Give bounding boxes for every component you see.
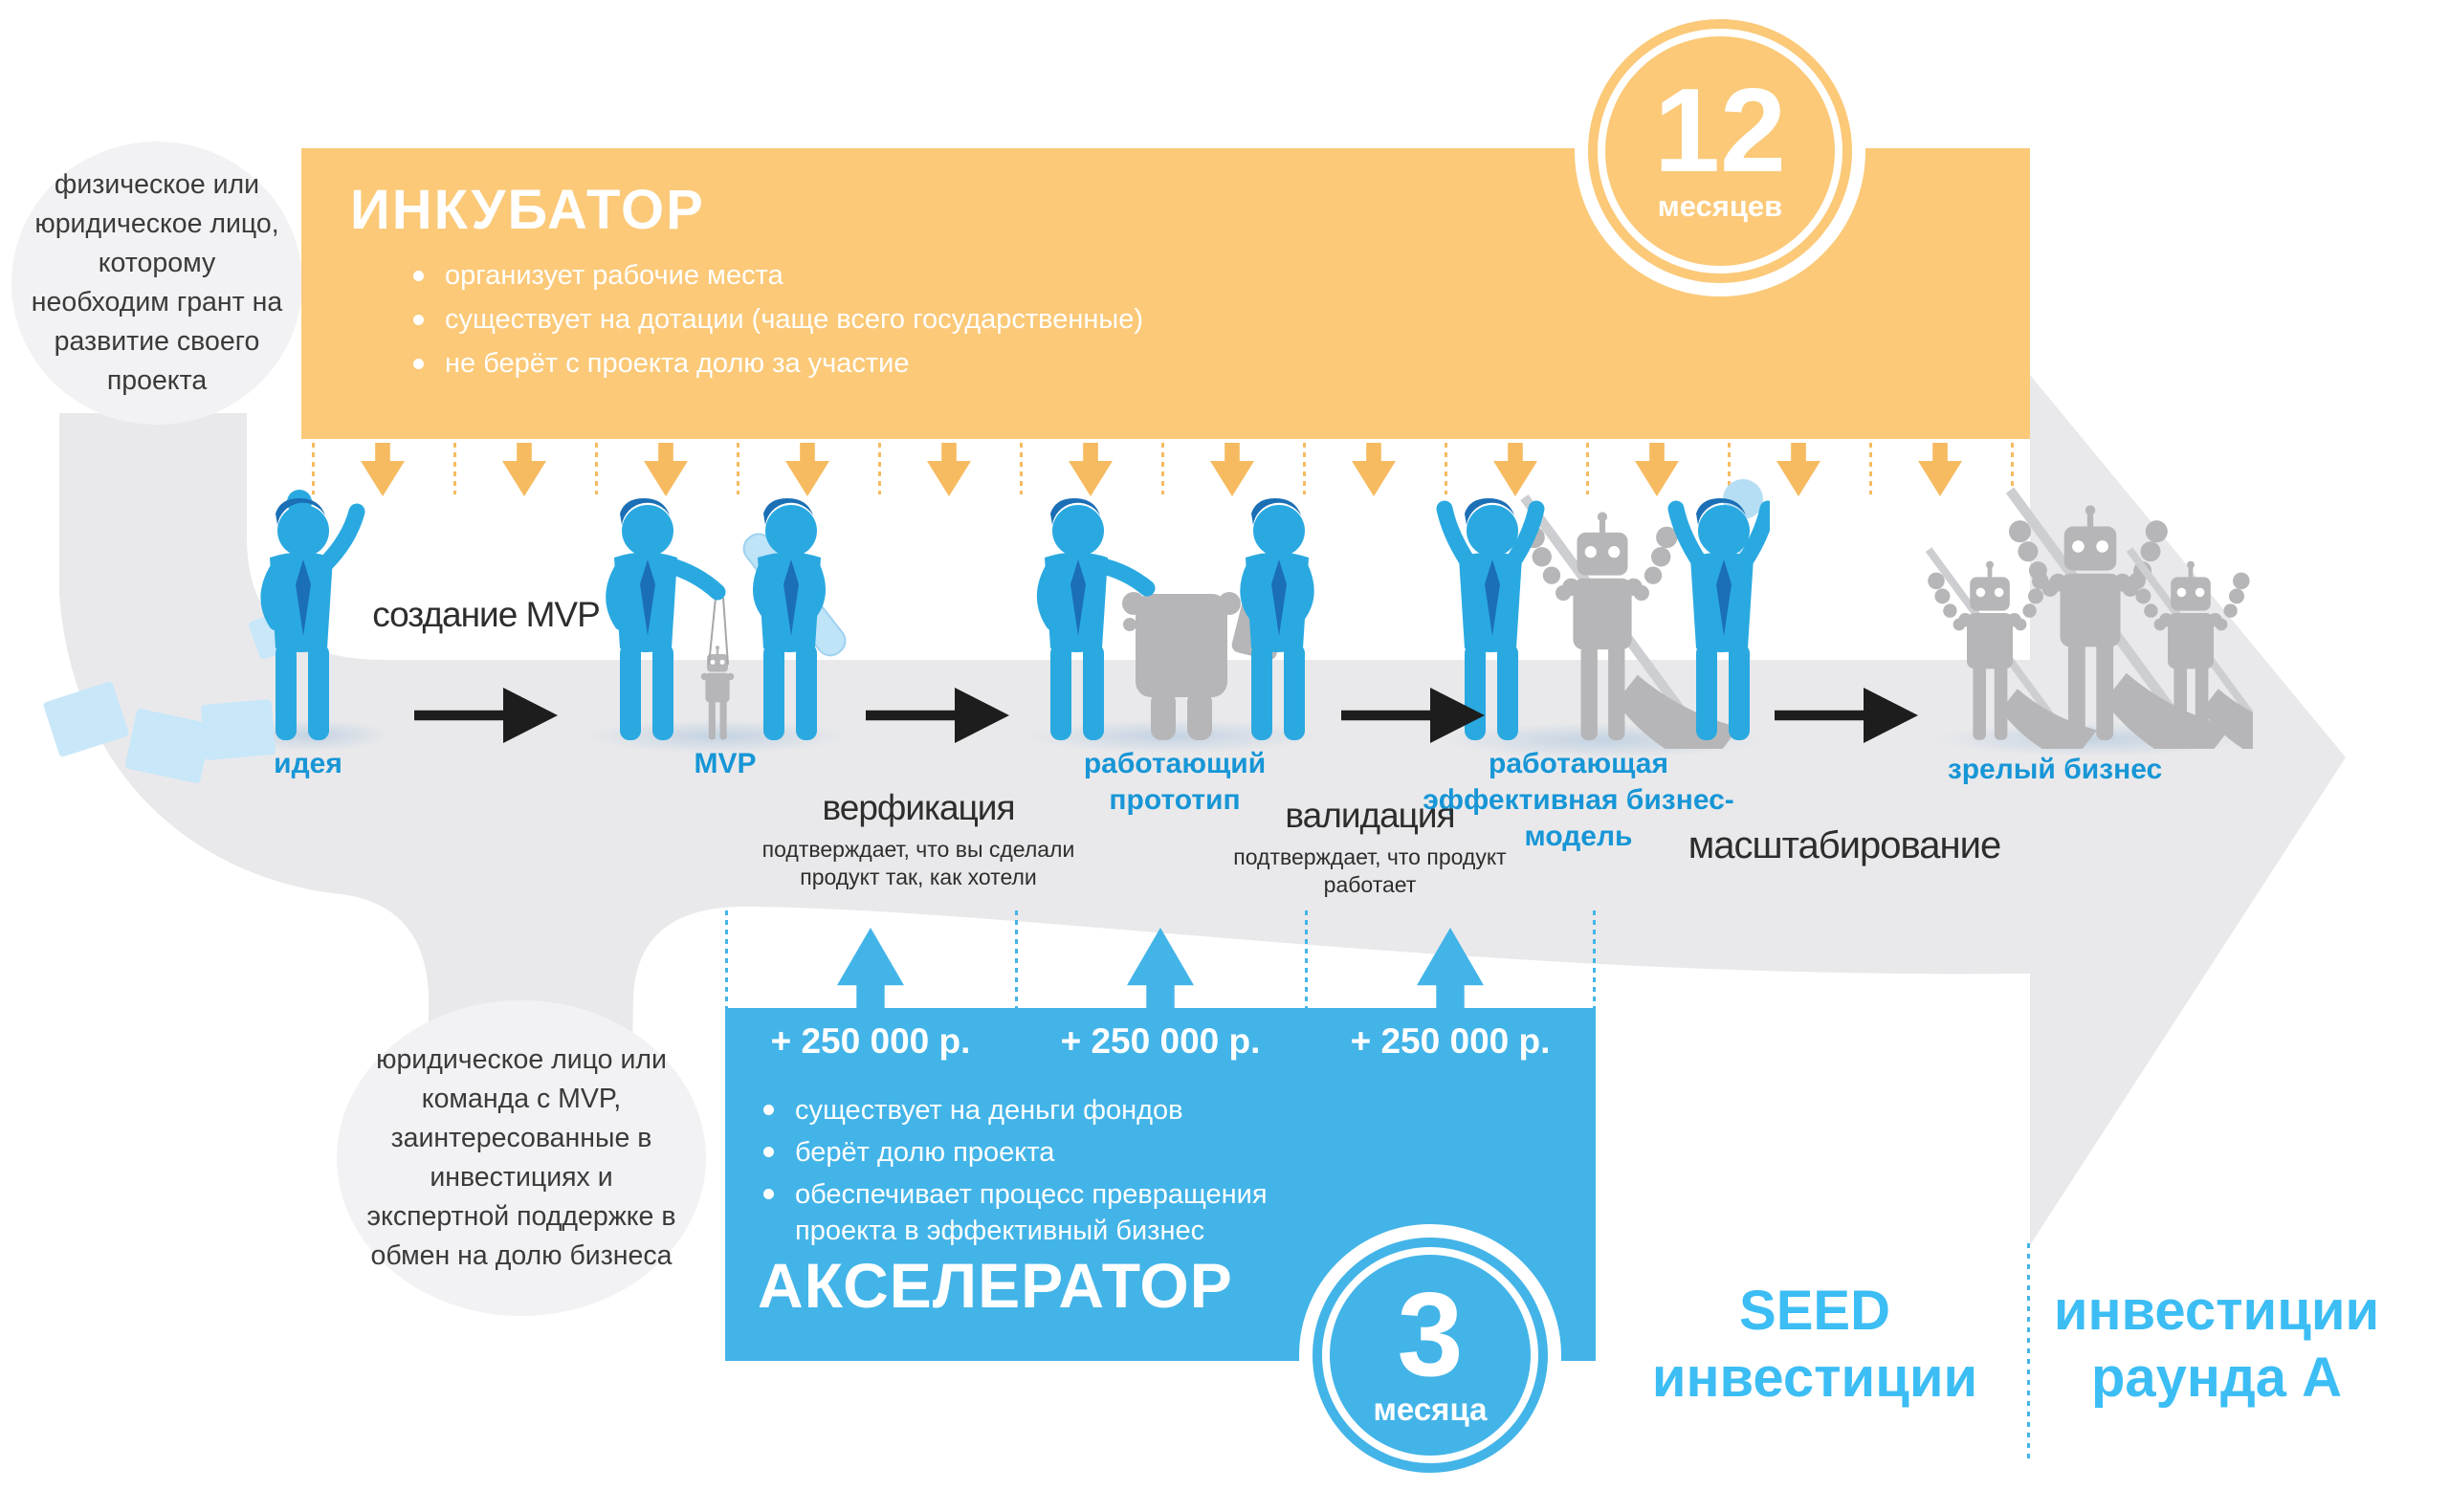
incubator-dotted-line bbox=[2011, 443, 2014, 494]
incubator-dotted-line bbox=[595, 443, 598, 494]
round-a-line1: инвестиции bbox=[2053, 1280, 2380, 1342]
accelerator-dotted-line bbox=[1015, 910, 1018, 1008]
transition-scaling: масштабирование bbox=[1688, 824, 2001, 866]
people-cheering-with-robot-icon bbox=[1436, 479, 1770, 749]
accelerator-dotted-line bbox=[725, 910, 728, 1008]
accelerator-dotted-line bbox=[1593, 910, 1596, 1008]
incubator-dotted-line bbox=[1161, 443, 1164, 494]
bullet-dot-icon bbox=[763, 1105, 774, 1115]
transition-verification-note: подтверждает, что вы сделали продукт так… bbox=[761, 837, 1075, 889]
incubator-dotted-line bbox=[1869, 443, 1872, 494]
bullet-dot-icon bbox=[763, 1189, 774, 1199]
incubator-bullet-1-text: организует рабочие места bbox=[445, 260, 783, 291]
seed-line1: SEED bbox=[1739, 1280, 1890, 1342]
incubator-dotted-line bbox=[1303, 443, 1306, 494]
two-people-with-marionette-robot-icon bbox=[606, 498, 847, 740]
incubator-bullet-1: организует рабочие места bbox=[413, 260, 783, 292]
accelerator-bullet-3-text: обеспечивает процесс превращения проекта… bbox=[795, 1179, 1268, 1246]
bullet-dot-icon bbox=[763, 1147, 774, 1157]
incubator-dotted-line bbox=[1020, 443, 1023, 494]
incubator-bullet-2: существует на дотации (чаще всего госуда… bbox=[413, 304, 1143, 336]
incubator-title: ИНКУБАТОР bbox=[350, 179, 705, 241]
accelerator-bullet-1: существует на деньги фондов bbox=[763, 1092, 1388, 1129]
bullet-dot-icon bbox=[413, 315, 424, 325]
accelerator-bullet-1-text: существует на деньги фондов bbox=[795, 1095, 1183, 1126]
grant-amount-1: + 250 000 р. bbox=[770, 1021, 971, 1061]
funding-divider-dotted-line bbox=[2027, 1243, 2030, 1458]
incubator-dotted-line bbox=[1445, 443, 1447, 494]
incubator-bullet-3-text: не берёт с проекта долю за участие bbox=[445, 348, 910, 379]
incubator-dotted-line bbox=[878, 443, 881, 494]
stage-label-business-model: работающая эффективная бизнес-модель bbox=[1423, 748, 1734, 852]
accelerator-bullet-2: берёт долю проекта bbox=[763, 1134, 1388, 1171]
accelerator-dotted-line bbox=[1305, 910, 1308, 1008]
stage-label-working-prototype: работающий прототип bbox=[1083, 748, 1267, 816]
persona-grant-seeker-text: физическое или юридическое лицо, котором… bbox=[31, 169, 283, 396]
incubator-dotted-line bbox=[1586, 443, 1589, 494]
grant-amount-3: + 250 000 р. bbox=[1350, 1021, 1551, 1061]
incubator-dotted-line bbox=[312, 443, 315, 494]
incubator-bullet-2-text: существует на дотации (чаще всего госуда… bbox=[445, 304, 1144, 335]
person-raising-hand-icon bbox=[249, 490, 365, 740]
incubator-dotted-line bbox=[1728, 443, 1731, 494]
round-a-investments-label: инвестиции раунда А bbox=[2006, 1278, 2427, 1412]
incubator-dotted-line bbox=[453, 443, 456, 494]
duration-12-months-badge: 12 месяцев bbox=[1575, 6, 1865, 296]
transition-create-mvp: создание MVP bbox=[372, 595, 601, 634]
stage-label-mature-business: зрелый бизнес bbox=[1947, 754, 2163, 785]
three-robots-icon bbox=[1918, 488, 2253, 749]
accelerator-bullet-2-text: берёт долю проекта bbox=[795, 1137, 1055, 1168]
transition-validation: валидация bbox=[1285, 796, 1455, 835]
two-people-assembling-robot-icon bbox=[1037, 498, 1314, 740]
duration-3-months-badge: 3 месяца bbox=[1299, 1224, 1561, 1486]
incubator-dotted-line bbox=[737, 443, 739, 494]
stage-label-mvp: MVP bbox=[694, 748, 757, 779]
bullet-dot-icon bbox=[413, 271, 424, 281]
incubator-bullet-3: не берёт с проекта долю за участие bbox=[413, 348, 909, 380]
stage-label-idea: идея bbox=[274, 748, 342, 779]
badge-ring bbox=[1598, 29, 1842, 274]
persona-grant-seeker-circle: физическое или юридическое лицо, котором… bbox=[11, 142, 302, 425]
accelerator-bullet-3: обеспечивает процесс превращения проекта… bbox=[763, 1176, 1369, 1249]
transition-verification: верфикация bbox=[822, 788, 1016, 827]
accelerator-title: АКСЕЛЕРАТОР bbox=[758, 1250, 1233, 1321]
badge-ring bbox=[1322, 1247, 1538, 1463]
seed-line2: инвестиции bbox=[1651, 1347, 1978, 1409]
persona-investment-seeker-text: юридическое лицо или команда с MVP, заин… bbox=[366, 1044, 676, 1271]
seed-investments-label: SEED инвестиции bbox=[1604, 1278, 2025, 1412]
transition-validation-note: подтверждает, что продукт работает bbox=[1233, 844, 1507, 897]
grant-amount-2: + 250 000 р. bbox=[1060, 1021, 1261, 1061]
bullet-dot-icon bbox=[413, 359, 424, 369]
round-a-line2: раунда А bbox=[2090, 1347, 2343, 1409]
persona-investment-seeker-circle: юридическое лицо или команда с MVP, заин… bbox=[337, 1000, 706, 1316]
